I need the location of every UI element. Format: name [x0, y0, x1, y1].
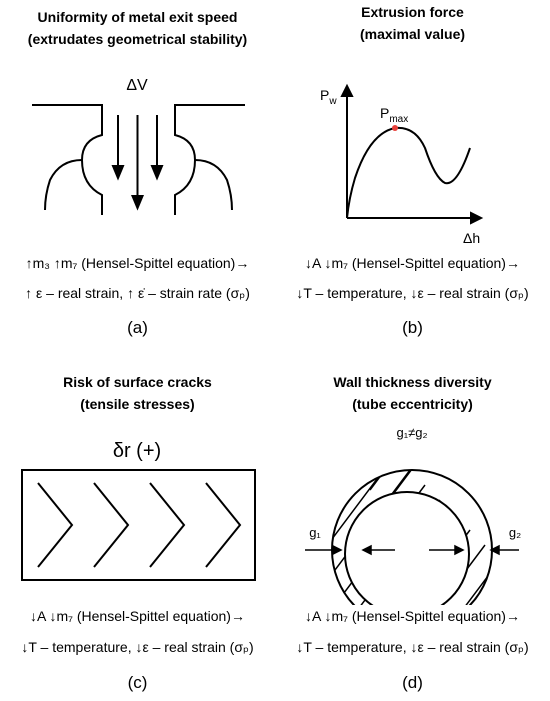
- panel-c-title-line2: (tensile stresses): [80, 396, 195, 412]
- panel-c-label: (c): [127, 673, 148, 692]
- right-die-wall: [174, 104, 245, 215]
- die-flow-diagram: ΔV: [32, 77, 245, 215]
- force-curve: [346, 126, 471, 219]
- force-curve-chart: Pw Pmax Δh: [320, 83, 484, 246]
- x-axis-arrow: [470, 211, 484, 225]
- g1-label: g₁: [309, 525, 321, 540]
- billet-rectangle: [21, 469, 256, 581]
- panel-c-eq-line2: ↓T – temperature, ↓ε – real strain (σₚ): [21, 639, 254, 655]
- panel-a-title-line1: Uniformity of metal exit speed: [37, 9, 238, 25]
- panel-a-eq-line1: ↑m₃ ↑m₇ (Hensel-Spittel equation)→: [25, 255, 250, 271]
- panel-b-title-line1: Extrusion force: [361, 4, 464, 20]
- inner-circle: [344, 491, 470, 605]
- thickness-arrows: [305, 544, 519, 556]
- right-die-curve: [194, 159, 233, 211]
- left-die-wall: [32, 104, 103, 215]
- panel-b-eq-line1: ↓A ↓m₇ (Hensel-Spittel equation)→: [305, 255, 520, 271]
- peak-marker: [392, 125, 398, 131]
- panel-b-label: (b): [402, 318, 423, 337]
- panel-b: Extrusion force (maximal value) Pw Pmax …: [275, 0, 550, 350]
- tube-eccentricity-diagram: g₁≠g₂: [305, 425, 521, 605]
- panel-b-title-line2: (maximal value): [359, 26, 466, 42]
- flow-arrows: [111, 115, 164, 211]
- left-die-curve: [44, 159, 83, 211]
- delta-v-symbol: ΔV: [126, 77, 148, 94]
- panel-b-eq-line2: ↓T – temperature, ↓ε – real strain (σₚ): [296, 285, 529, 301]
- y-axis-label: Pw: [320, 87, 337, 107]
- delta-r-symbol: δr (+): [113, 440, 161, 462]
- panel-d: Wall thickness diversity (tube eccentric…: [275, 370, 550, 701]
- panel-d-title-line1: Wall thickness diversity: [333, 374, 492, 390]
- panel-a-label: (a): [127, 318, 148, 337]
- y-axis-arrow: [340, 83, 354, 97]
- peak-label: Pmax: [380, 105, 408, 125]
- panel-d-eq-line1: ↓A ↓m₇ (Hensel-Spittel equation)→: [305, 608, 520, 624]
- g2-label: g₂: [509, 525, 521, 540]
- panel-d-title-line2: (tube eccentricity): [352, 396, 473, 412]
- panel-d-eq-line2: ↓T – temperature, ↓ε – real strain (σₚ): [296, 639, 529, 655]
- panel-a-title-line2: (extrudates geometrical stability): [27, 31, 248, 47]
- panel-c-eq-line1: ↓A ↓m₇ (Hensel-Spittel equation)→: [30, 608, 245, 624]
- x-axis-label: Δh: [463, 230, 480, 246]
- panel-d-label: (d): [402, 673, 423, 692]
- surface-cracks-diagram: δr (+): [21, 440, 256, 581]
- chevron-cracks: [37, 482, 242, 568]
- panel-a-eq-line2: ↑ ε – real strain, ↑ ε̇ – strain rate (σ…: [25, 285, 250, 301]
- panel-a: Uniformity of metal exit speed (extrudat…: [0, 0, 275, 350]
- panel-c: Risk of surface cracks (tensile stresses…: [0, 370, 275, 701]
- g-inequality: g₁≠g₂: [396, 425, 427, 440]
- panel-c-title-line1: Risk of surface cracks: [63, 374, 212, 390]
